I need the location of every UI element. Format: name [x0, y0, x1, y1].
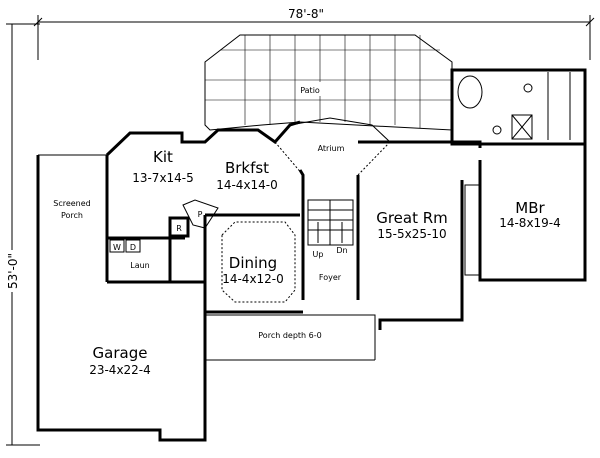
refrigerator [168, 216, 190, 238]
pantry-label: P [198, 210, 203, 219]
kitchen-label: Kit [153, 148, 173, 166]
atrium-label: Atrium [318, 144, 345, 153]
dining-size: 14-4x12-0 [222, 272, 284, 286]
screened-porch-label-1: Screened [53, 199, 91, 208]
pantry [182, 199, 219, 229]
foyer-label: Foyer [319, 273, 342, 282]
great-room-size: 15-5x25-10 [377, 227, 446, 241]
stairs [307, 199, 354, 246]
master-bedroom-size: 14-8x19-4 [499, 216, 561, 230]
breakfast-label: Brkfst [225, 159, 269, 177]
great-room-label: Great Rm [376, 209, 448, 227]
porch-label: Porch depth 6-0 [258, 331, 321, 340]
garage-size: 23-4x22-4 [89, 363, 151, 377]
walls [36, 117, 587, 442]
dining-ceiling-outline [221, 221, 296, 303]
dining-label: Dining [229, 254, 277, 272]
master-bath [450, 68, 587, 146]
washer [109, 239, 125, 253]
laundry-label: Laun [130, 261, 150, 270]
stairs-up-label: Up [313, 250, 324, 259]
screened-porch-label-2: Porch [61, 211, 83, 220]
dryer-label: D [130, 243, 136, 252]
depth-label: 53'-0" [6, 253, 20, 289]
dryer [125, 239, 141, 253]
master-bedroom-label: MBr [515, 199, 545, 217]
refrigerator-label: R [176, 224, 182, 233]
patio: Patio [204, 34, 453, 131]
washer-label: W [113, 243, 121, 252]
depth-dimension: 53'-0" [4, 23, 40, 446]
breakfast-size: 14-4x14-0 [216, 178, 278, 192]
patio-label: Patio [300, 86, 320, 95]
width-label: 78'-8" [288, 7, 324, 21]
width-dimension: 78'-8" [33, 6, 595, 60]
kitchen-size: 13-7x14-5 [132, 171, 194, 185]
stairs-down-label: Dn [336, 246, 347, 255]
garage-label: Garage [93, 344, 148, 362]
